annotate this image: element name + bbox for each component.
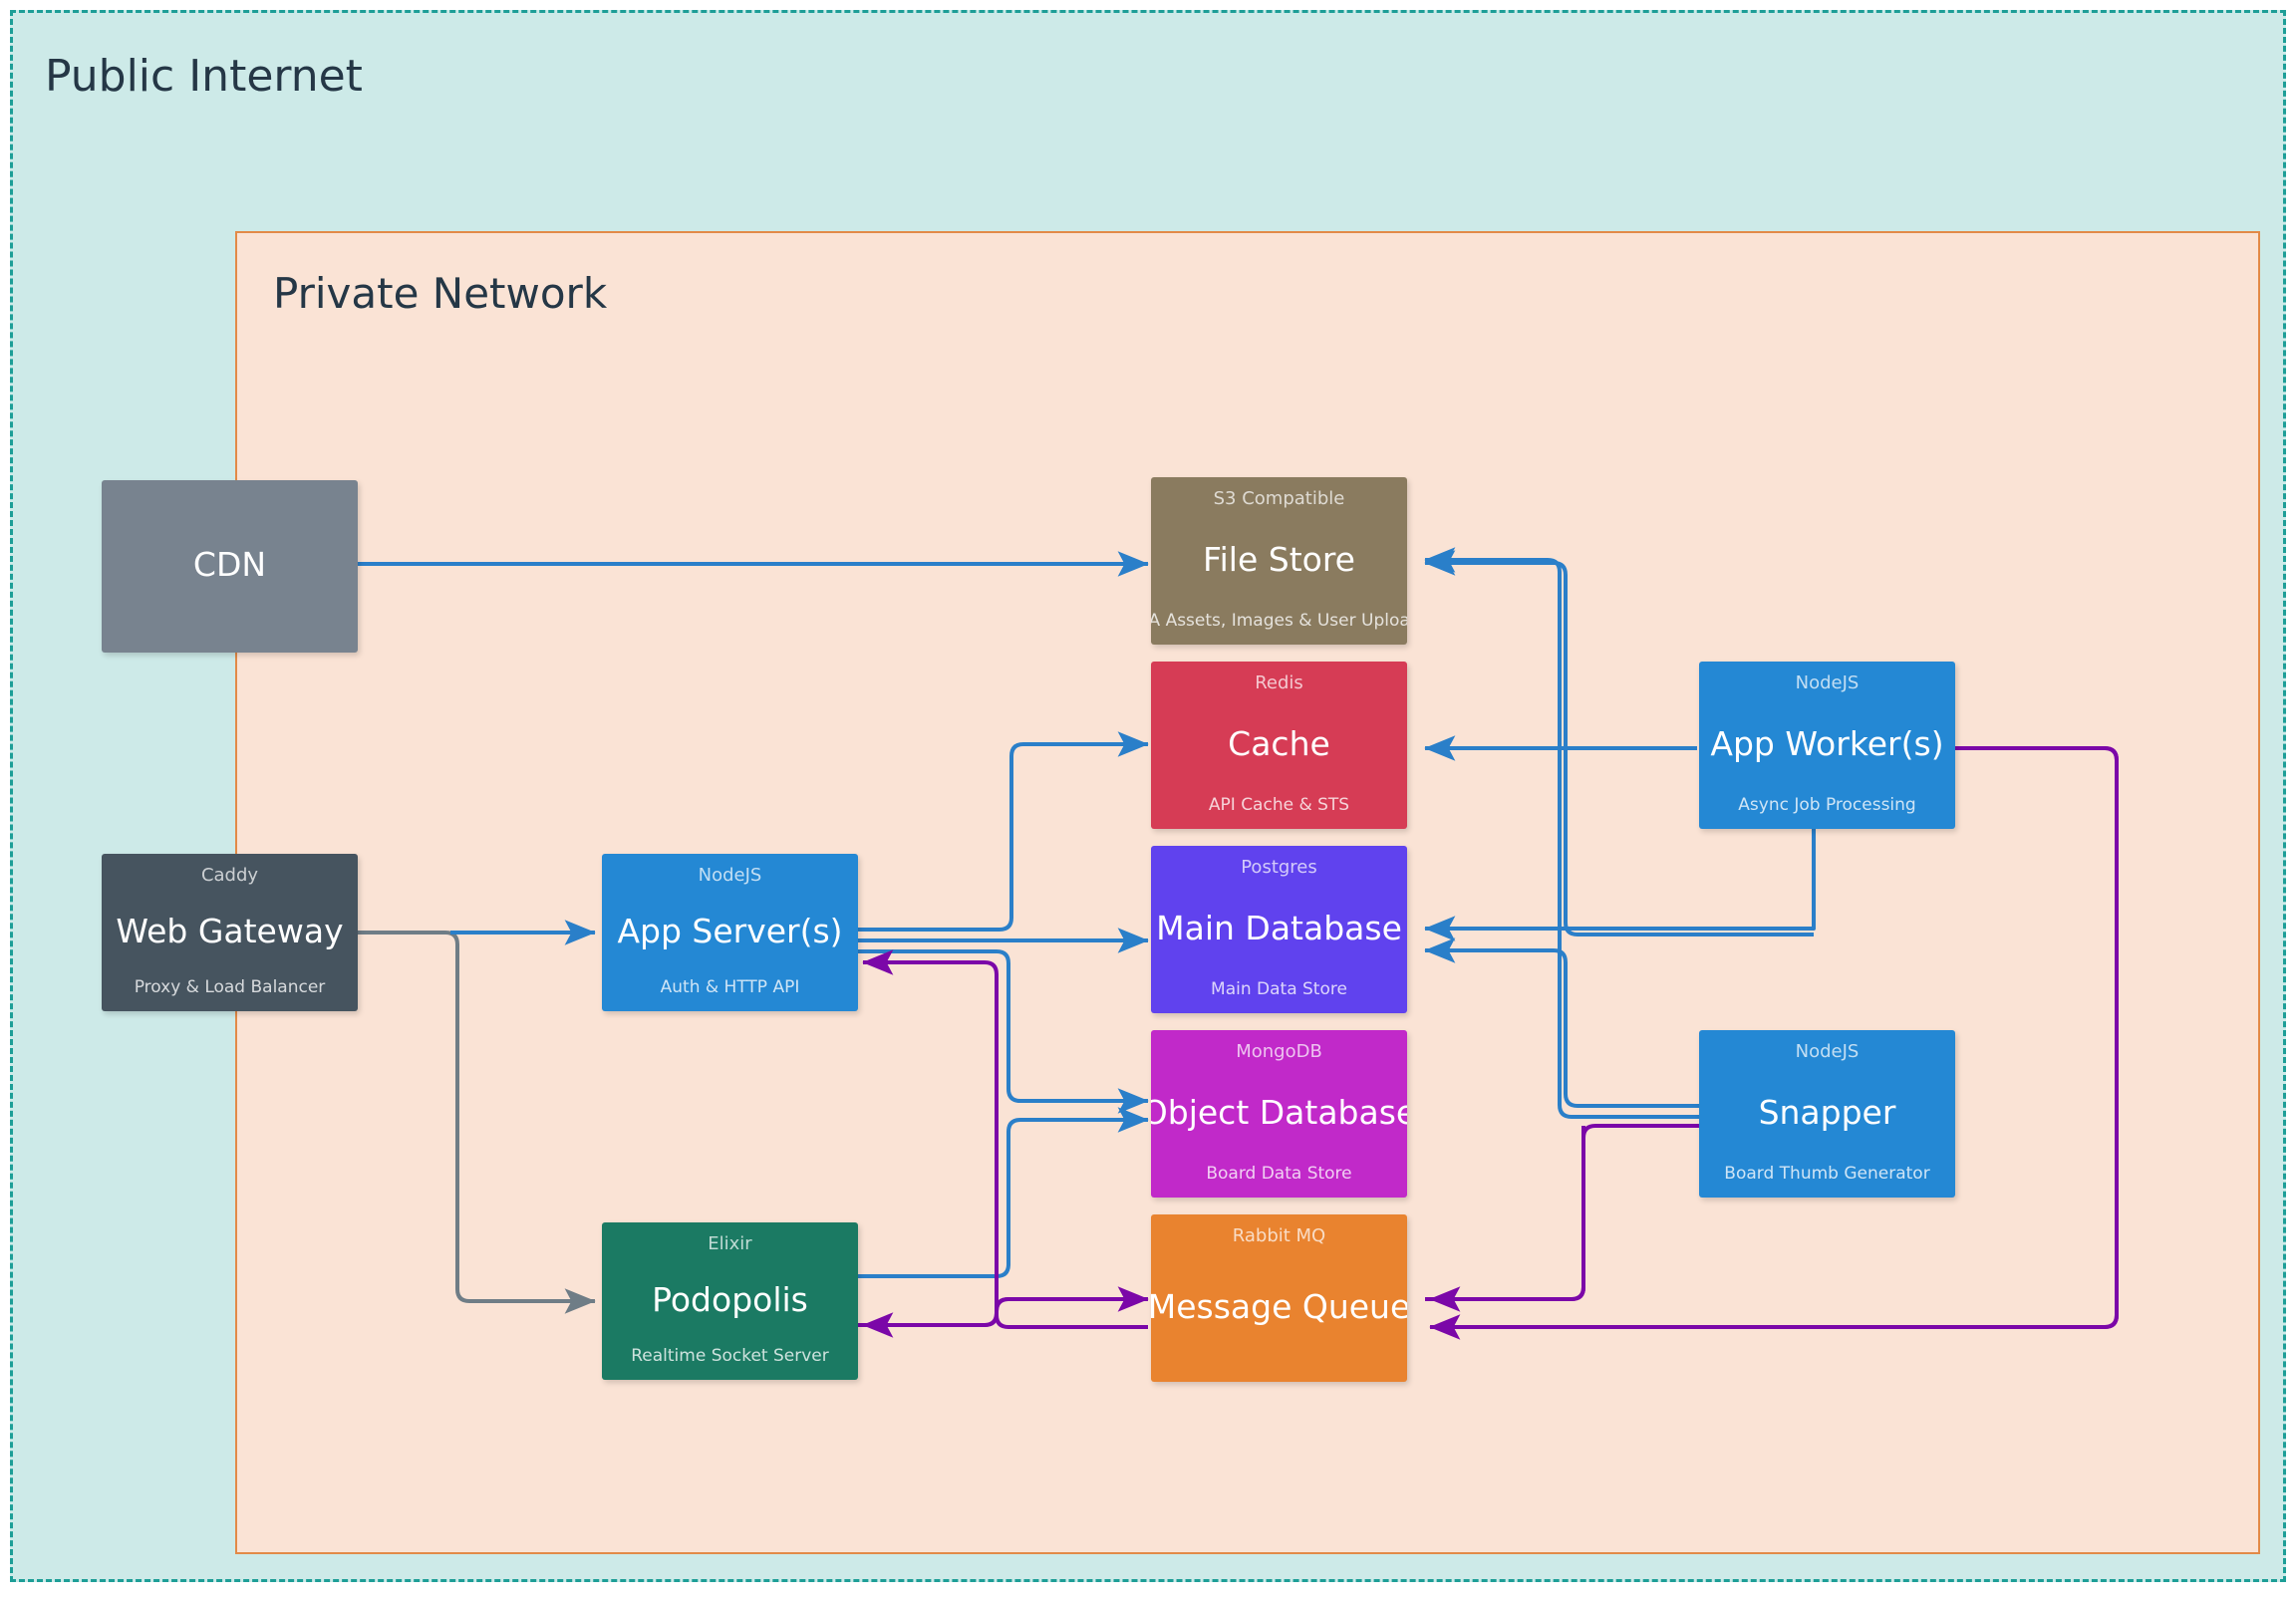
node-cache-tech: Redis — [1255, 672, 1303, 693]
edge-snapper-to-message-queue — [1429, 1126, 1585, 1312]
edge-message-queue-to-app-worker — [1430, 735, 2119, 1329]
node-cache-role: API Cache & STS — [1208, 795, 1350, 816]
node-app-server-role: Auth & HTTP API — [660, 977, 800, 998]
node-object-database-tech: MongoDB — [1236, 1041, 1322, 1062]
zone-private-network-label: Private Network — [273, 269, 608, 318]
node-app-worker-tech: NodeJS — [1795, 672, 1860, 693]
node-podopolis[interactable]: Elixir Podopolis Realtime Socket Server — [602, 1222, 858, 1380]
node-podopolis-role: Realtime Socket Server — [631, 1346, 829, 1367]
node-web-gateway[interactable]: Caddy Web Gateway Proxy & Load Balancer — [102, 854, 358, 1011]
node-app-worker-title: App Worker(s) — [1710, 724, 1944, 764]
edge-podopolis-to-message-queue — [858, 1286, 1149, 1327]
node-main-database-tech: Postgres — [1241, 857, 1317, 878]
node-snapper-tech: NodeJS — [1795, 1041, 1860, 1062]
edge-app-server-to-cache — [858, 731, 1149, 932]
node-app-worker[interactable]: NodeJS App Worker(s) Async Job Processin… — [1699, 662, 1955, 829]
node-cache-title: Cache — [1228, 724, 1330, 764]
edge-message-queue-to-podopolis — [862, 1297, 1148, 1338]
node-message-queue-tech: Rabbit MQ — [1232, 1225, 1326, 1246]
node-cdn[interactable]: CDN — [102, 480, 358, 653]
node-web-gateway-title: Web Gateway — [116, 912, 344, 951]
node-file-store-tech: S3 Compatible — [1213, 488, 1345, 509]
node-app-worker-role: Async Job Processing — [1738, 795, 1916, 816]
node-main-database-role: Main Data Store — [1211, 979, 1347, 1000]
node-podopolis-tech: Elixir — [708, 1233, 752, 1254]
node-snapper-role: Board Thumb Generator — [1724, 1164, 1930, 1185]
node-cache[interactable]: Redis Cache API Cache & STS — [1151, 662, 1407, 829]
node-snapper-title: Snapper — [1758, 1093, 1896, 1133]
node-file-store-role: SPA Assets, Images & User Uploads — [1151, 611, 1407, 632]
node-object-database[interactable]: MongoDB Object Database Board Data Store — [1151, 1030, 1407, 1198]
node-web-gateway-role: Proxy & Load Balancer — [134, 977, 326, 998]
node-app-server-tech: NodeJS — [698, 865, 762, 886]
node-snapper[interactable]: NodeJS Snapper Board Thumb Generator — [1699, 1030, 1955, 1198]
edge-app-server-to-object-database — [858, 949, 1149, 1114]
node-file-store-title: File Store — [1203, 540, 1355, 580]
edge-podopolis-to-object-database — [858, 1107, 1149, 1278]
node-web-gateway-tech: Caddy — [200, 865, 259, 886]
node-file-store[interactable]: S3 Compatible File Store SPA Assets, Ima… — [1151, 477, 1407, 645]
node-main-database-title: Main Database — [1156, 909, 1402, 948]
edge-app-worker-to-main-database — [1424, 817, 1816, 941]
node-main-database[interactable]: Postgres Main Database Main Data Store — [1151, 846, 1407, 1013]
edge-web-gateway-to-podopolis — [358, 931, 596, 1314]
node-message-queue[interactable]: Rabbit MQ Message Queue — [1151, 1214, 1407, 1382]
edge-snapper-to-file-store — [1424, 547, 1814, 1119]
zone-public-internet-label: Public Internet — [45, 51, 363, 102]
node-object-database-title: Object Database — [1151, 1093, 1407, 1133]
edge-message-queue-to-app-server — [862, 949, 1148, 1329]
node-app-server[interactable]: NodeJS App Server(s) Auth & HTTP API — [602, 854, 858, 1011]
node-message-queue-title: Message Queue — [1151, 1286, 1407, 1326]
node-app-server-title: App Server(s) — [617, 912, 843, 951]
node-podopolis-title: Podopolis — [652, 1280, 808, 1320]
node-object-database-role: Board Data Store — [1206, 1164, 1352, 1185]
node-cdn-title: CDN — [192, 545, 267, 585]
